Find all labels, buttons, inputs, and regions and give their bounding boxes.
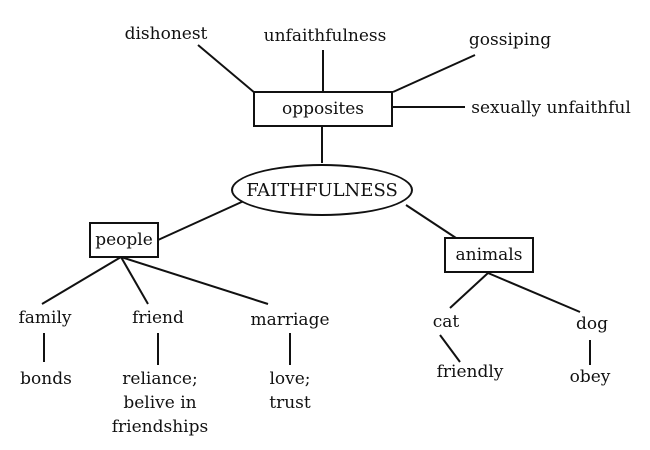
central-label: FAITHFULNESS [246,179,398,201]
detail-friend-line-3: friendships [111,417,209,437]
detail-obey: obey [569,367,611,387]
detail-marriage-line-1: love; [269,369,311,389]
detail-friend-line-1: reliance; [122,369,198,389]
opposites-label: opposites [281,99,364,119]
opposites-node: opposites [253,91,393,127]
animals-child-cat: cat [432,312,460,332]
people-label: people [95,230,153,250]
animals-child-dog: dog [576,314,608,334]
detail-bonds: bonds [20,369,72,389]
opposite-dishonest: dishonest [124,24,208,44]
central-node: FAITHFULNESS [231,164,413,216]
line-opposites-dishonest [197,44,256,94]
line-people-marriage [120,256,269,305]
people-child-friend: friend [132,308,184,328]
line-animals-cat [449,272,489,309]
line-center-animals [405,204,457,239]
line-opposites-gossiping [392,54,476,93]
opposite-unfaithfulness: unfaithfulness [263,26,387,46]
detail-marriage: love; trust [269,367,310,415]
opposite-gossiping: gossiping [468,30,552,50]
detail-friend-line-2: belive in [123,393,197,413]
line-people-family [41,256,122,305]
animals-node: animals [444,237,534,273]
people-child-family: family [18,308,72,328]
detail-friendly: friendly [436,362,504,382]
line-cat-friendly [439,334,461,363]
detail-marriage-line-2: trust [269,393,311,413]
people-child-marriage: marriage [250,310,330,330]
line-people-friend [120,256,149,305]
people-node: people [89,222,159,258]
opposite-sexually-unfaithful: sexually unfaithful [471,98,631,118]
line-animals-dog [487,272,581,313]
line-center-people [157,199,247,241]
animals-label: animals [455,245,523,265]
detail-friend: reliance; belive in friendships [112,367,208,439]
